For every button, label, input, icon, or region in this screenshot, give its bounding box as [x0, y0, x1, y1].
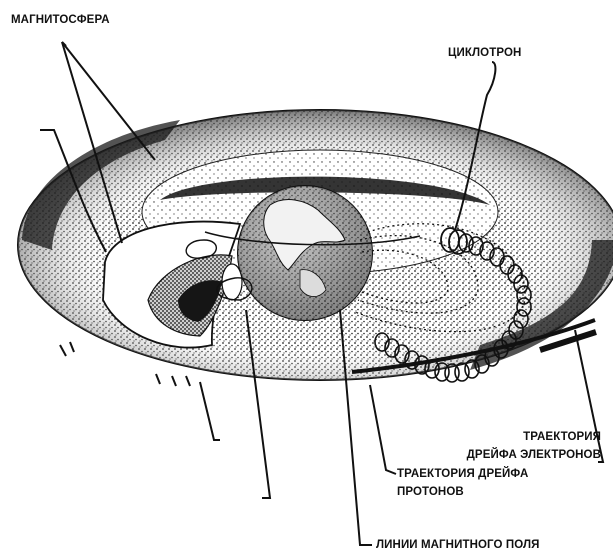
magnetosphere-label: МАГНИТОСФЕРА [11, 14, 110, 26]
field-lines-label: ЛИНИИ МАГНИТНОГО ПОЛЯ [376, 539, 539, 551]
cyclotron-label: ЦИКЛОТРОН [448, 47, 521, 59]
proton-drift-label-line1: ТРАЕКТОРИЯ ДРЕЙФА [397, 468, 528, 480]
proton-drift-label-line2: ПРОТОНОВ [397, 486, 464, 498]
electron-drift-label-line2: ДРЕЙФА ЭЛЕКТРОНОВ [467, 449, 601, 461]
electron-drift-label-line1: ТРАЕКТОРИЯ [523, 431, 601, 443]
